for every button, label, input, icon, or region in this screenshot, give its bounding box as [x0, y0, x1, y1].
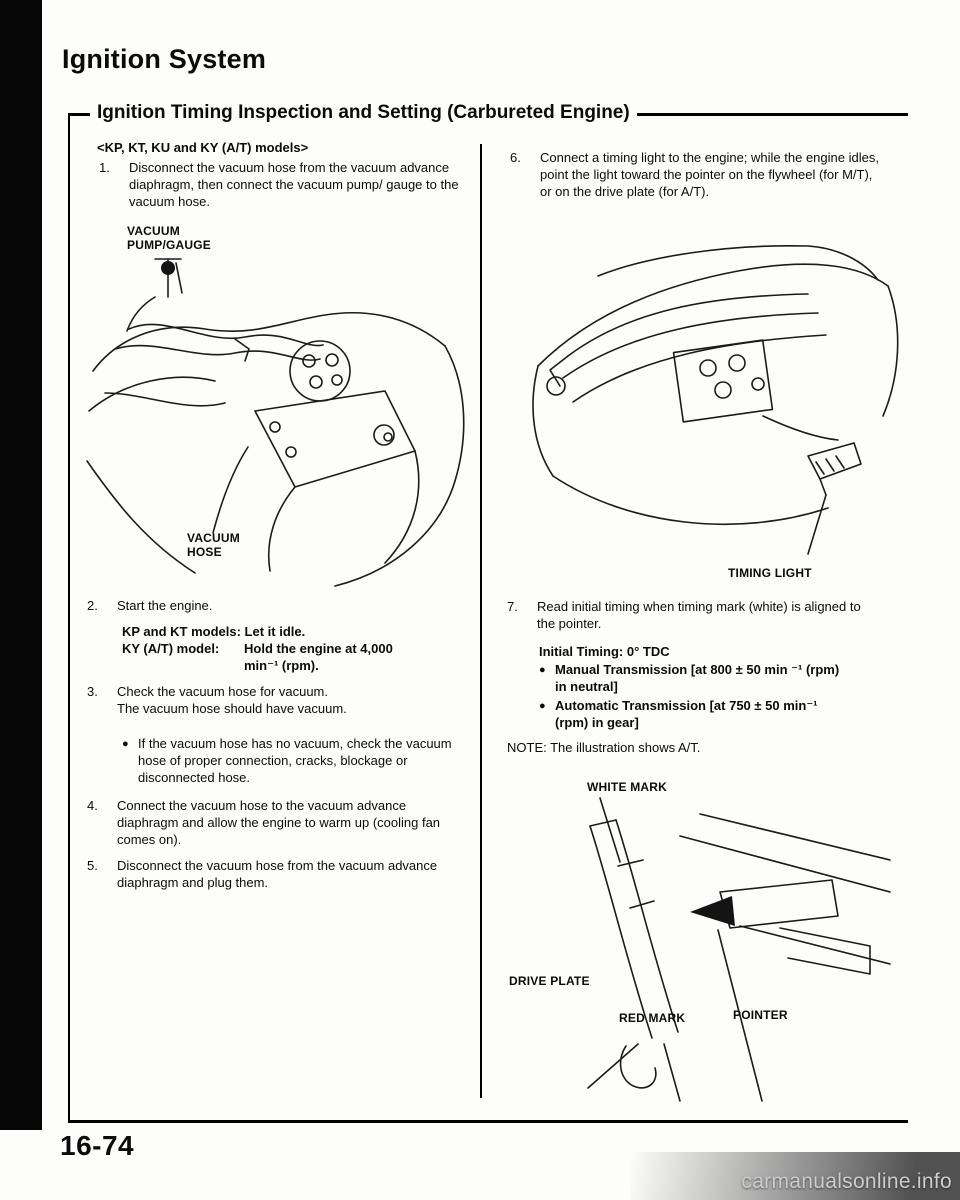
- step-4-text: Connect the vacuum hose to the vacuum ad…: [117, 798, 441, 847]
- watermark: carmanualsonline.info: [741, 1170, 952, 1193]
- step-2-text: Start the engine.: [117, 598, 213, 613]
- step-5-number: 5.: [87, 858, 98, 873]
- drive-plate-label: DRIVE PLATE: [509, 974, 590, 988]
- page-number: 16-74: [60, 1130, 135, 1161]
- step-5-text: Disconnect the vacuum hose from the vacu…: [117, 858, 438, 890]
- step-6: 6. Connect a timing light to the engine;…: [510, 150, 885, 201]
- timing-light-label: TIMING LIGHT: [728, 566, 812, 580]
- vacuum-hose-label: VACUUM HOSE: [187, 531, 240, 560]
- column-divider: [480, 144, 482, 1098]
- initial-timing-header: Initial Timing: 0° TDC: [539, 644, 670, 659]
- step-3-bullet: ● If the vacuum hose has no vacuum, chec…: [122, 736, 457, 787]
- manual-transmission-text: Manual Transmission [at 800 ± 50 min ⁻¹ …: [555, 662, 840, 694]
- drive-plate-figure: [587, 797, 891, 1102]
- step-1: 1. Disconnect the vacuum hose from the v…: [99, 160, 467, 211]
- step-3: 3. Check the vacuum hose for vacuum. The…: [87, 684, 467, 718]
- page-title: Ignition System: [62, 44, 267, 74]
- step-2-number: 2.: [87, 598, 98, 613]
- step-2-kp-line: KP and KT models: Let it idle.: [122, 624, 306, 639]
- left-black-bar: [0, 0, 42, 1130]
- step-7: 7. Read initial timing when timing mark …: [507, 599, 882, 633]
- step-6-text: Connect a timing light to the engine; wh…: [540, 150, 879, 199]
- pointer-label: POINTER: [733, 1008, 788, 1022]
- step-6-number: 6.: [510, 150, 521, 165]
- step-2-ky-label: KY (A/T) model:: [122, 641, 220, 656]
- vacuum-pump-figure: [86, 258, 465, 587]
- section-title: Ignition Timing Inspection and Setting (…: [90, 102, 637, 124]
- scan-corner-shade: [630, 1152, 960, 1200]
- bullet-icon: ●: [539, 700, 546, 712]
- models-header: <KP, KT, KU and KY (A/T) models>: [97, 140, 309, 155]
- step-4-number: 4.: [87, 798, 98, 813]
- bullet-icon: ●: [122, 738, 129, 750]
- step-2: 2. Start the engine.: [87, 598, 467, 615]
- step-4: 4. Connect the vacuum hose to the vacuum…: [87, 798, 467, 849]
- automatic-transmission-bullet: ● Automatic Transmission [at 750 ± 50 mi…: [539, 698, 884, 732]
- bullet-icon: ●: [539, 664, 546, 676]
- step-1-number: 1.: [99, 160, 110, 175]
- step-1-text: Disconnect the vacuum hose from the vacu…: [129, 160, 459, 209]
- manual-transmission-bullet: ● Manual Transmission [at 800 ± 50 min ⁻…: [539, 662, 884, 696]
- step-2-ky-line: KY (A/T) model: Hold the engine at 4,000…: [122, 641, 393, 675]
- timing-light-figure: [532, 244, 899, 555]
- white-mark-label: WHITE MARK: [587, 780, 667, 794]
- note-text: NOTE: The illustration shows A/T.: [507, 740, 701, 755]
- step-5: 5. Disconnect the vacuum hose from the v…: [87, 858, 467, 892]
- step-3-number: 3.: [87, 684, 98, 699]
- step-7-text: Read initial timing when timing mark (wh…: [537, 599, 861, 631]
- step-3-text: Check the vacuum hose for vacuum. The va…: [117, 684, 347, 716]
- section-box: Ignition Timing Inspection and Setting (…: [68, 102, 908, 1123]
- vacuum-pump-gauge-label: VACUUM PUMP/GAUGE: [127, 224, 212, 253]
- step-7-number: 7.: [507, 599, 518, 614]
- step-3-bullet-text: If the vacuum hose has no vacuum, check …: [138, 736, 452, 785]
- step-2-ky-value: Hold the engine at 4,000 min⁻¹ (rpm).: [244, 641, 393, 673]
- automatic-transmission-text: Automatic Transmission [at 750 ± 50 min⁻…: [555, 698, 818, 730]
- red-mark-label: RED MARK: [619, 1011, 686, 1025]
